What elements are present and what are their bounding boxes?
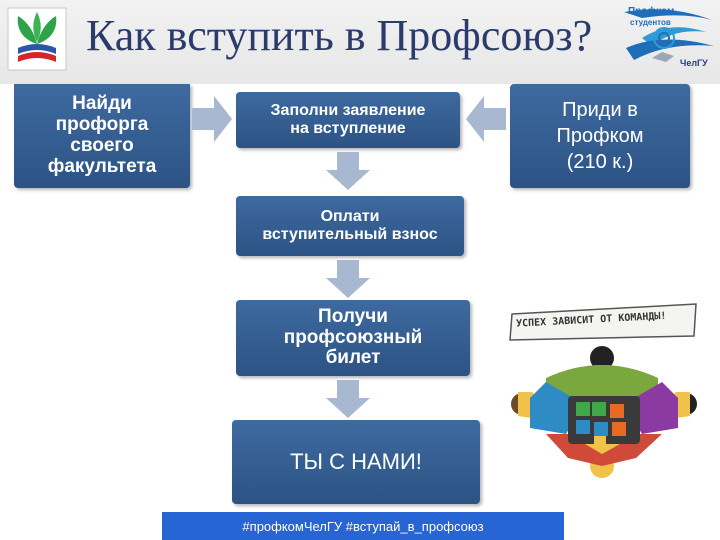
profkom-logo-line1: Профком xyxy=(628,6,675,17)
banner-shape xyxy=(509,303,697,341)
arrow-right-icon xyxy=(192,96,232,142)
step-come-line: (210 к.) xyxy=(566,151,634,173)
union-logo-icon xyxy=(7,7,67,71)
step-final-text: ТЫ С НАМИ! xyxy=(290,448,422,474)
step-find-line: профорга xyxy=(55,114,149,136)
step-apply-line: Заполни заявление xyxy=(270,102,426,120)
step-pay-line: вступительный взнос xyxy=(262,226,438,243)
step-ticket-line: билет xyxy=(325,347,381,369)
footer-hashtags: #профкомЧелГУ #вступай_в_профсоюз xyxy=(162,512,564,540)
step-fill-application: Заполни заявление на вступление xyxy=(236,92,460,148)
arrow-down-icon xyxy=(326,260,370,298)
profkom-emblem-icon xyxy=(624,9,714,62)
step-welcome: ТЫ С НАМИ! xyxy=(232,420,480,504)
team-puzzle-icon xyxy=(511,346,697,478)
arrow-down-icon xyxy=(326,380,370,418)
step-find-line: факультета xyxy=(47,155,157,177)
arrow-down-icon xyxy=(326,152,370,190)
step-apply-line: на вступление xyxy=(290,120,406,137)
step-find-organizer: Найди профорга своего факультета xyxy=(14,84,190,188)
teamwork-illustration: УСПЕХ ЗАВИСИТ ОТ КОМАНДЫ! xyxy=(506,292,702,482)
page-title: Как вступить в Профсоюз? xyxy=(86,11,593,60)
profkom-logo-line2: студентов xyxy=(630,18,671,27)
step-come-line: Приди в xyxy=(562,99,638,121)
step-pay-line: Оплати xyxy=(320,208,380,226)
step-find-line: своего xyxy=(70,135,134,156)
profkom-logo-line3: ЧелГУ xyxy=(680,58,708,68)
arrow-left-icon xyxy=(466,96,506,142)
step-ticket-line: профсоюзный xyxy=(283,326,423,348)
step-find-line: Найди xyxy=(72,93,132,115)
step-come-to-profkom: Приди в Профком (210 к.) xyxy=(510,84,690,188)
profkom-logo: Профком студентов ЧелГУ xyxy=(622,2,718,76)
step-pay-fee: Оплати вступительный взнос xyxy=(236,196,464,256)
header xyxy=(0,0,720,84)
step-ticket-line: Получи xyxy=(318,305,388,327)
step-come-line: Профком xyxy=(556,125,644,147)
step-get-ticket: Получи профсоюзный билет xyxy=(236,300,470,376)
